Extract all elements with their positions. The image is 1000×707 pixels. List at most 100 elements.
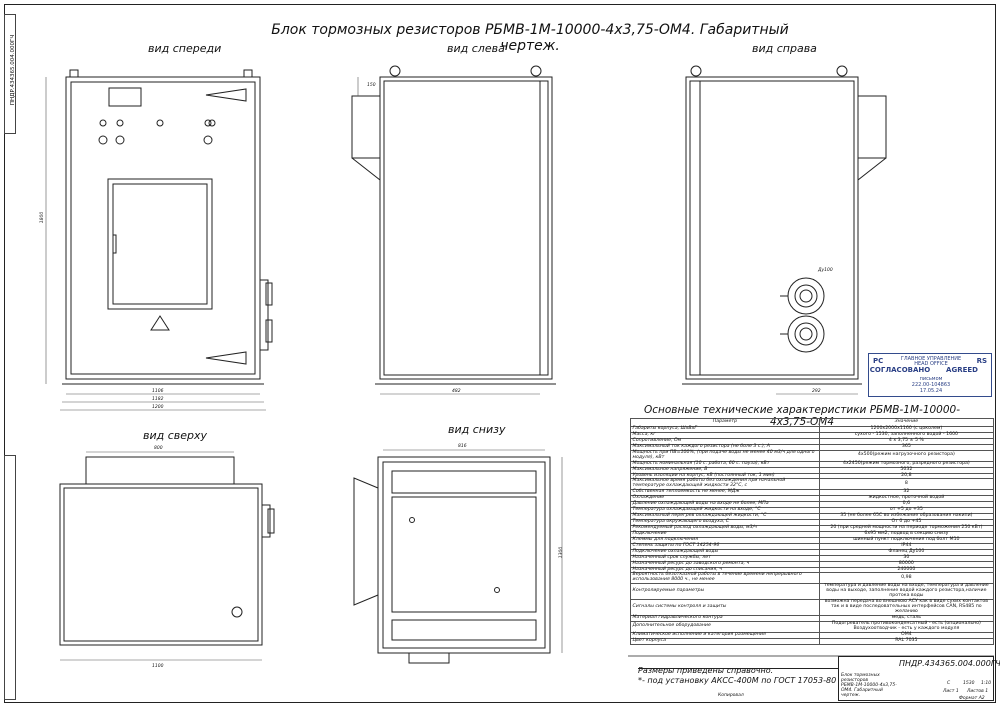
spec-param: Сигналы системы контроля и защиты (630, 599, 820, 616)
dim-bottom-d: 1300 (559, 546, 565, 559)
left-margin-boxes (4, 455, 16, 700)
dim-right-d: 292 (812, 389, 821, 394)
revision-block: Копировал (638, 668, 838, 702)
drawing-notes: Размеры приведены справочно. *- под уста… (638, 666, 836, 686)
spec-value: 20,8 (818, 472, 995, 480)
dim-front-h: 1800 (40, 211, 46, 224)
dim-front-w3: 1200 (152, 405, 164, 410)
spec-value: RAL 7035 (818, 637, 995, 645)
right-view (682, 65, 887, 385)
spec-value: температура и давление воды на входе, те… (818, 583, 995, 601)
tb-mass: 1530 (963, 681, 975, 686)
stamp-left: РС (873, 357, 884, 365)
tb-sheet: Лист 1 (943, 689, 959, 694)
spec-row: Температура охлаждающей жидкости на вход… (630, 507, 995, 515)
dim-bottom-w: 816 (458, 444, 467, 449)
view-label-bottom: вид снизу (448, 423, 506, 436)
spec-value: возможна передача во внешнюю АСУ как в в… (818, 599, 995, 616)
stamp-agreed-ru: СОГЛАСОВАНО (869, 366, 931, 374)
approval-stamp: ГЛАВНОЕ УПРАВЛЕНИЕ HEAD OFFICE РС RS СОГ… (868, 353, 992, 397)
drawing-title: Блок тормозных резисторов РБМВ-1М-10000-… (271, 22, 789, 54)
spec-param: Цвет корпуса (630, 637, 820, 645)
spec-value: медь, сталь (818, 614, 995, 622)
spec-param: Мощность при ПВ=100%, (при подаче воды н… (630, 449, 820, 462)
note-line-1: Размеры приведены справочно. (638, 666, 774, 675)
spec-value: 0,98 (818, 572, 995, 585)
stamp-sign-label: письмом (919, 376, 943, 382)
spec-value: от +5 до +35 (818, 507, 995, 515)
spec-value: Фланец Ду100 (818, 548, 995, 556)
spec-value: Подогреватель противоконденсатный - есть… (818, 620, 995, 633)
tb-format: Формат А2 (959, 696, 985, 701)
view-label-front: вид спереди (148, 42, 222, 55)
tb-letter: С (947, 681, 951, 686)
spec-value: IP44 (818, 542, 995, 550)
spec-row: Назначенный ресурс до заводского ремонта… (630, 560, 995, 568)
view-label-top: вид сверху (143, 429, 208, 442)
spec-value: 4х500(режим нагрузочного резистора) (818, 449, 995, 462)
spec-param: Дополнительное оборудование (630, 620, 820, 633)
dim-right-pipe: Ду100 (818, 268, 833, 273)
tb-code: ПНДР.434365.004.000ГЧ (899, 659, 1000, 668)
spec-value: шинный пункт подключения под болт М10 (818, 536, 995, 544)
spec-row: Мощность при ПВ=100%, (при подаче воды н… (630, 449, 995, 462)
side-stamp: ПНДР.434365.004.000ГЧ (4, 14, 16, 134)
spec-value: От 0 до +45 (818, 519, 995, 526)
spec-value: 35 (не более 65С во избежание образовани… (818, 513, 995, 520)
bottom-view (353, 456, 551, 664)
dim-front-w1: 1106 (152, 389, 164, 394)
spec-value: 6х95 мм2, подвод в секцию снизу (818, 530, 995, 538)
spec-value: 365 (818, 443, 995, 451)
spec-row: Максимальный ток каждого резистора (не б… (630, 443, 995, 451)
dim-left-d: 482 (452, 389, 461, 394)
spec-value: 80000 (818, 560, 995, 568)
left-view (351, 65, 556, 385)
note-line-2: *- под установку АКСС-400М по ГОСТ 17053… (638, 676, 837, 685)
spec-param: Контролируемые параметры (630, 583, 820, 601)
spec-param: Вероятность безотказной работы в течение… (630, 572, 820, 585)
title-block: ПНДР.434365.004.000ГЧ Блок тормозных рез… (838, 656, 1000, 701)
dim-top-d: 1100 (152, 664, 164, 669)
spec-row: Уровень изоляции на корпус, кВ (постоянн… (630, 472, 995, 480)
spec-value: ОМ4 (818, 631, 995, 639)
view-label-left: вид слева (447, 42, 505, 55)
stamp-letter-no: 222.00-104863 (911, 382, 951, 388)
tb-sheets: Листов 1 (967, 689, 989, 694)
spec-value: 20 (при средней мощности на периоде торм… (818, 524, 995, 532)
dim-top-w: 800 (154, 446, 163, 451)
dim-front-w2: 1182 (152, 397, 164, 402)
tb-copied: Копировал (718, 693, 744, 698)
stamp-org: ГЛАВНОЕ УПРАВЛЕНИЕ (900, 356, 962, 362)
spec-row: Рекомендуемый расход охлаждающей воды, м… (630, 524, 995, 532)
spec-table: Параметр Значение Габариты корпуса, ШхВх… (630, 418, 995, 645)
stamp-right: RS (976, 357, 987, 365)
view-label-right: вид справа (752, 42, 817, 55)
stamp-agreed-en: AGREED (946, 366, 978, 374)
spec-row: Максимальный перегрев охлаждающей жидкос… (630, 513, 995, 520)
spec-value: 30 (818, 554, 995, 562)
stamp-date: 17.05.24 (919, 388, 943, 394)
dim-left-top: 150 (367, 83, 376, 88)
drawing-sheet (4, 4, 996, 703)
spec-header-value: Значение (818, 418, 995, 427)
front-view (62, 69, 273, 385)
spec-row: Климатическое исполнение и категория раз… (630, 631, 995, 639)
stamp-org-en: HEAD OFFICE (914, 361, 948, 367)
tb-name: Блок тормозных резисторов РБМВ-1М-10000-… (841, 673, 897, 698)
spec-value: 240000 (818, 566, 995, 574)
spec-row: Вероятность безотказной работы в течение… (630, 572, 995, 585)
tb-scale: 1:10 (981, 681, 992, 686)
